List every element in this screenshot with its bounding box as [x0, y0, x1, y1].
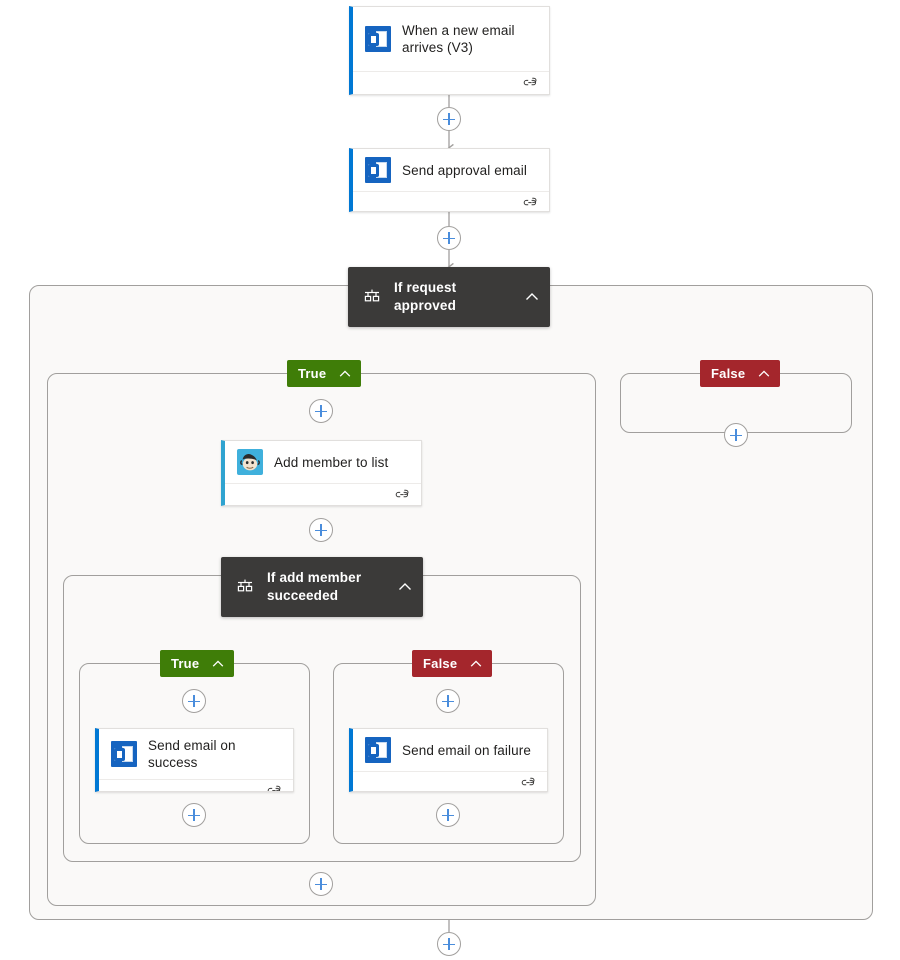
- action-title: When a new email arrives (V3): [402, 23, 515, 55]
- outlook-icon: [365, 26, 391, 52]
- card-header: Send email on success: [99, 729, 293, 779]
- add-step-button-end-of-flow[interactable]: [437, 932, 461, 956]
- chevron-up-icon[interactable]: [397, 579, 413, 595]
- link-icon[interactable]: [523, 77, 538, 89]
- branch-label: True: [298, 366, 327, 381]
- link-icon[interactable]: [521, 777, 536, 789]
- action-title: Send email on success: [148, 738, 236, 770]
- condition-card-if-add-member-succeeded[interactable]: If add member succeeded: [221, 557, 423, 617]
- card-footer: [225, 483, 421, 505]
- link-icon[interactable]: [395, 489, 410, 501]
- condition-card-if-request-approved[interactable]: If request approved: [348, 267, 550, 327]
- action-card-send-email-on-failure[interactable]: Send email on failure: [349, 728, 548, 792]
- add-step-button-end-of-true-branch[interactable]: [309, 872, 333, 896]
- link-icon[interactable]: [267, 785, 282, 792]
- card-header: Send email on failure: [353, 729, 547, 771]
- chevron-up-icon[interactable]: [757, 367, 771, 381]
- add-step-button-after-add-member[interactable]: [309, 518, 333, 542]
- card-footer: [353, 71, 549, 94]
- condition-icon: [362, 287, 382, 307]
- card-footer: [353, 191, 549, 211]
- add-step-button-before-add-member[interactable]: [309, 399, 333, 423]
- action-card-add-member-to-list[interactable]: Add member to list: [221, 440, 422, 506]
- chevron-up-icon[interactable]: [211, 657, 225, 671]
- add-step-button-before-send-success[interactable]: [182, 689, 206, 713]
- branch-badge-inner-false[interactable]: False: [412, 650, 493, 677]
- branch-badge-outer-true[interactable]: True: [287, 360, 362, 387]
- outlook-icon: [365, 157, 391, 183]
- condition-icon: [235, 577, 255, 597]
- chevron-up-icon[interactable]: [524, 289, 540, 305]
- action-title: Add member to list: [274, 454, 389, 470]
- branch-label: True: [171, 656, 200, 671]
- outlook-icon: [111, 741, 137, 767]
- action-title: Send approval email: [402, 162, 527, 178]
- chevron-up-icon[interactable]: [338, 367, 352, 381]
- condition-title: If add member succeeded: [267, 570, 362, 603]
- action-card-when-a-new-email-arrives[interactable]: When a new email arrives (V3): [349, 6, 550, 95]
- add-step-button-after-send-failure[interactable]: [436, 803, 460, 827]
- add-step-button-after-trigger[interactable]: [437, 107, 461, 131]
- add-step-button-after-send-approval[interactable]: [437, 226, 461, 250]
- action-card-send-approval-email[interactable]: Send approval email: [349, 148, 550, 212]
- card-header: Send approval email: [353, 149, 549, 191]
- condition-title: If request approved: [394, 280, 457, 313]
- action-title: Send email on failure: [402, 742, 531, 758]
- card-header: When a new email arrives (V3): [353, 7, 549, 71]
- branch-badge-inner-true[interactable]: True: [160, 650, 235, 677]
- card-header: Add member to list: [225, 441, 421, 483]
- action-card-send-email-on-success[interactable]: Send email on success: [95, 728, 294, 792]
- add-step-button-in-false-branch[interactable]: [724, 423, 748, 447]
- branch-label: False: [711, 366, 746, 381]
- card-footer: [353, 771, 547, 791]
- branch-label: False: [423, 656, 458, 671]
- card-footer: [99, 779, 293, 792]
- outlook-icon: [365, 737, 391, 763]
- add-step-button-after-send-success[interactable]: [182, 803, 206, 827]
- chevron-up-icon[interactable]: [469, 657, 483, 671]
- add-step-button-before-send-failure[interactable]: [436, 689, 460, 713]
- mailchimp-icon: [237, 449, 263, 475]
- link-icon[interactable]: [523, 197, 538, 209]
- branch-badge-outer-false[interactable]: False: [700, 360, 781, 387]
